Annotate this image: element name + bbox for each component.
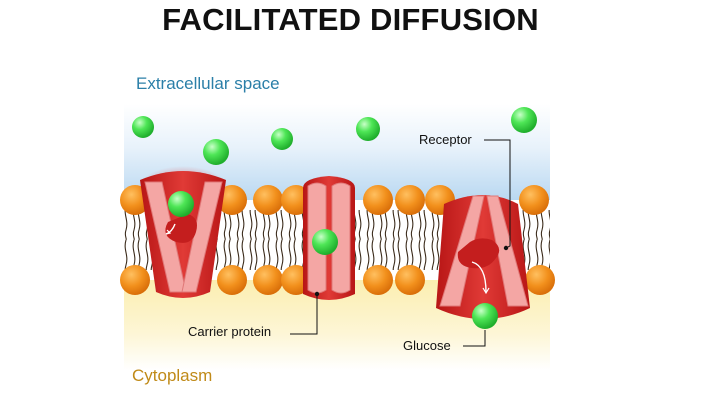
lipid-head <box>363 265 393 295</box>
carrier-protein-open-inward <box>436 195 530 319</box>
lipid-head <box>217 265 247 295</box>
lipid-head <box>253 265 283 295</box>
lipid-head <box>395 185 425 215</box>
glucose-molecules <box>132 107 537 329</box>
lipid-head <box>363 185 393 215</box>
glucose-molecule <box>511 107 537 133</box>
callout-lines <box>290 139 511 347</box>
glucose-molecule <box>312 229 338 255</box>
glucose-leader <box>463 330 486 347</box>
receptor-leader <box>484 139 511 249</box>
glucose-molecule <box>168 191 194 217</box>
receptor-label: Receptor <box>419 132 472 147</box>
carrier-protein-open-outward <box>137 166 229 298</box>
lipid-head <box>253 185 283 215</box>
lipid-head <box>120 265 150 295</box>
glucose-molecule <box>203 139 229 165</box>
carrier-protein-leader <box>290 294 318 335</box>
cytoplasm-label: Cytoplasm <box>132 366 213 385</box>
glucose-molecule <box>132 116 154 138</box>
glucose-molecule <box>356 117 380 141</box>
lipid-head <box>525 265 555 295</box>
glucose-molecule <box>472 303 498 329</box>
extracellular-label: Extracellular space <box>136 74 280 93</box>
diagram-title: FACILITATED DIFFUSION <box>162 2 539 37</box>
glucose-molecule <box>271 128 293 150</box>
lipid-head <box>395 265 425 295</box>
glucose-label: Glucose <box>403 338 451 353</box>
carrier-protein-label: Carrier protein <box>188 324 272 339</box>
lipid-head <box>519 185 549 215</box>
